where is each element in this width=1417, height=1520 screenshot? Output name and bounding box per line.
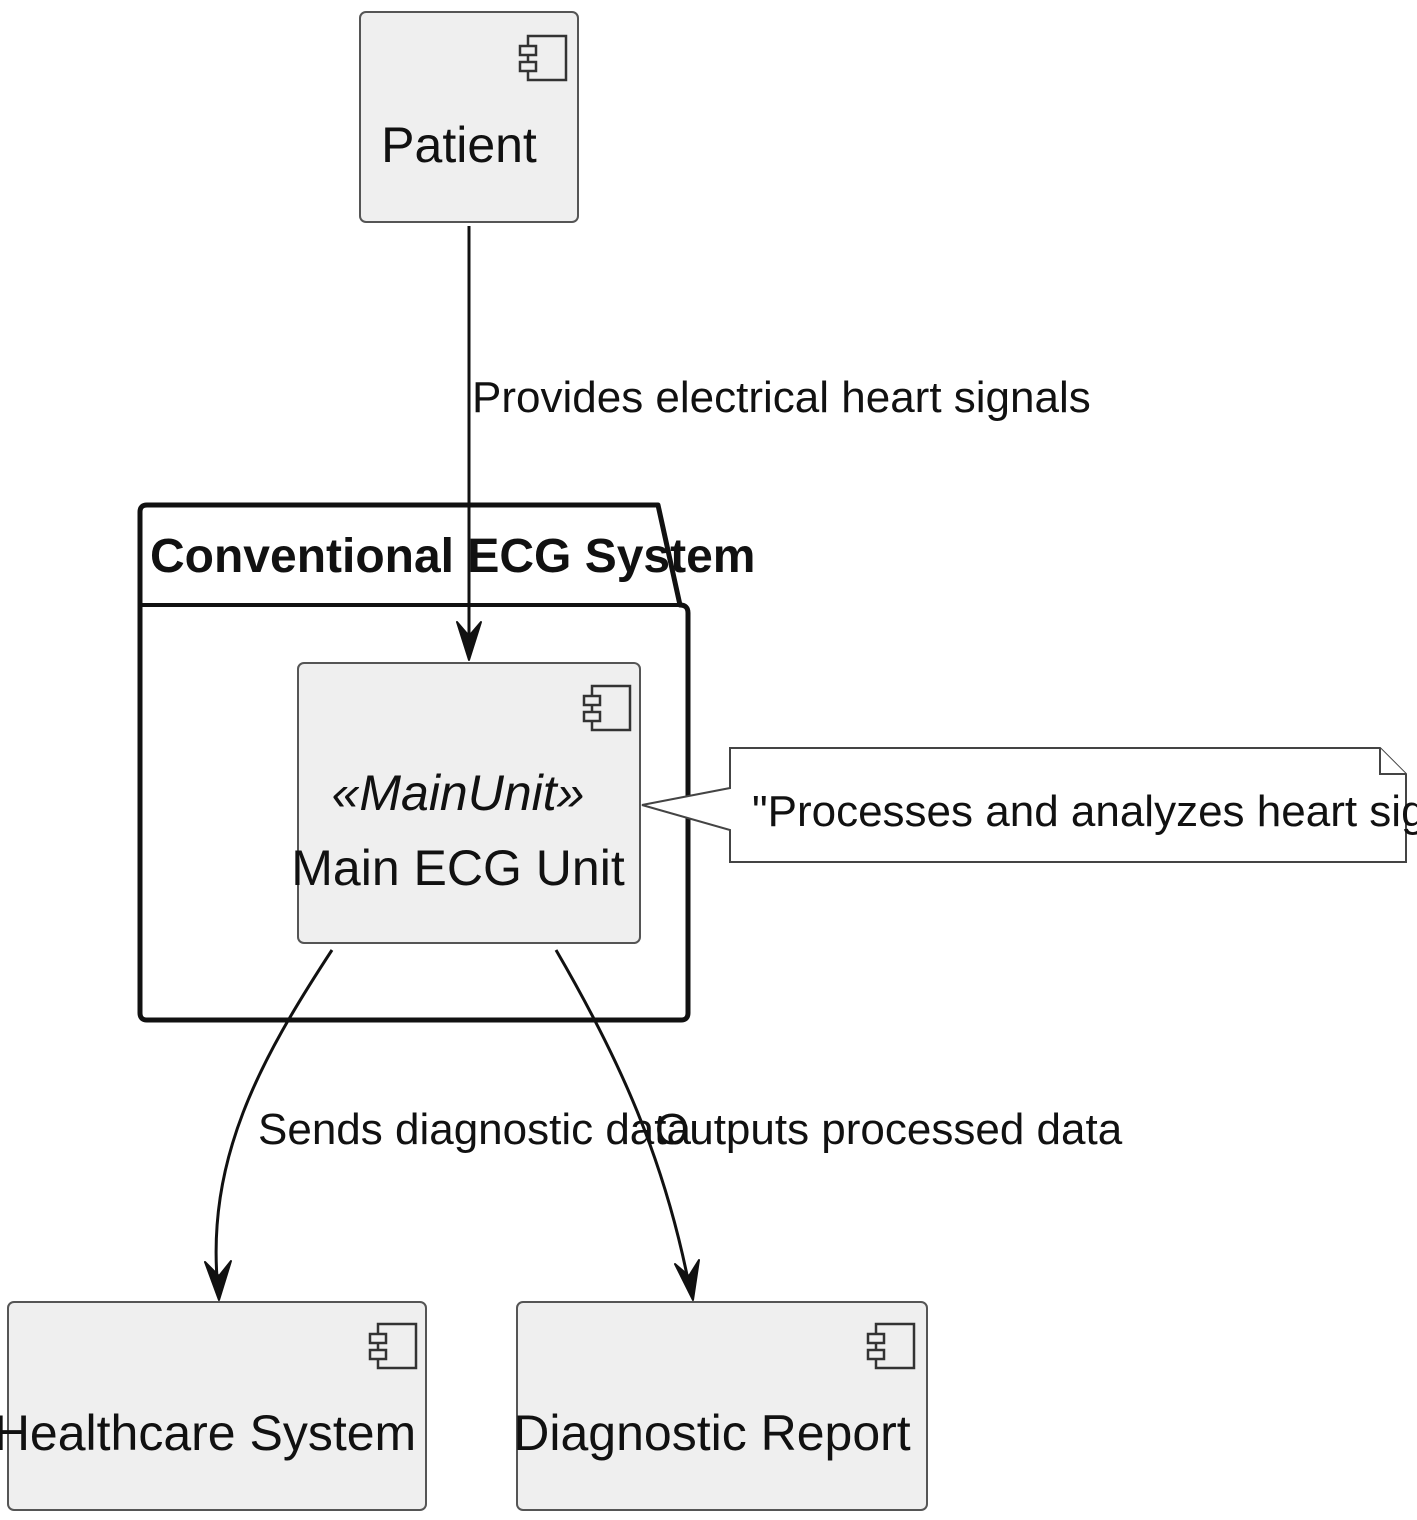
edge-label: Outputs processed data (655, 1105, 1123, 1154)
edge-main-unit-to-healthcare[interactable]: Sends diagnostic data (204, 949, 692, 1301)
edge-main-unit-to-report[interactable]: Outputs processed data (554, 949, 1123, 1301)
component-icon (866, 1322, 916, 1370)
component-label: Main ECG Unit (291, 840, 625, 896)
component-main-ecg-unit[interactable]: «MainUnit» Main ECG Unit (291, 662, 641, 944)
note-text: "Processes and analyzes heart signals" (752, 787, 1417, 836)
component-box (7, 1301, 427, 1511)
component-patient[interactable]: Patient (359, 11, 579, 223)
component-label: Diagnostic Report (513, 1405, 911, 1461)
edge-line (214, 949, 334, 1291)
component-icon (368, 1322, 418, 1370)
component-diagnostic-report[interactable]: Diagnostic Report (513, 1301, 928, 1511)
package-title: Conventional ECG System (150, 530, 755, 583)
arrow-head (456, 621, 482, 661)
edge-patient-to-main-unit[interactable]: Provides electrical heart signals (456, 226, 1091, 661)
arrow-head (204, 1260, 232, 1301)
component-label: Patient (381, 117, 537, 173)
component-stereotype: «MainUnit» (332, 765, 585, 821)
component-label: Healthcare System (0, 1405, 416, 1461)
edge-label: Sends diagnostic data (258, 1105, 692, 1154)
note-processes-heart-signals[interactable]: "Processes and analyzes heart signals" (641, 747, 1417, 863)
component-icon (518, 34, 568, 82)
note-fold (1379, 748, 1406, 775)
edge-label: Provides electrical heart signals (472, 373, 1091, 422)
component-icon (582, 684, 632, 732)
arrow-head (674, 1259, 700, 1301)
component-healthcare-system[interactable]: Healthcare System (0, 1301, 427, 1511)
edge-line (554, 949, 692, 1291)
component-box (516, 1301, 928, 1511)
component-box (297, 662, 641, 944)
